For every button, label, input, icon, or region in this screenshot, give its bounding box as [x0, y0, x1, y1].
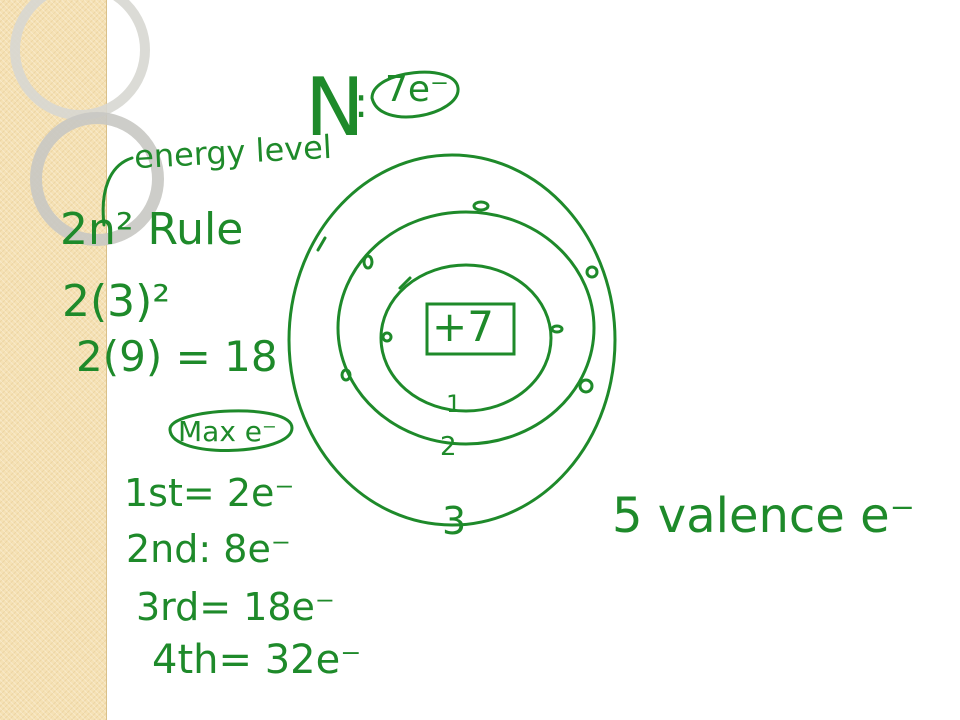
electron-count: 7e⁻ — [385, 69, 450, 110]
electron-dot — [585, 265, 599, 279]
shell-separator: = — [218, 637, 252, 683]
energy-level-bracket — [101, 156, 134, 227]
shell-tick-mark — [398, 276, 412, 290]
shell-capacity-value: 32e⁻ — [264, 637, 362, 683]
shell-number-3: 3 — [442, 499, 467, 543]
shell-name: 4th — [152, 637, 219, 683]
rule-label: 2n² Rule — [60, 204, 244, 255]
calc-line-2: 2(9) = 18 — [76, 332, 278, 381]
nucleus-charge: +7 — [432, 302, 494, 351]
shell-capacity-item: 2nd: 8e⁻ — [126, 530, 291, 568]
shell-capacity-value: 18e⁻ — [243, 585, 335, 629]
element-symbol: N — [305, 61, 365, 154]
energy-level-label: energy level — [133, 127, 333, 177]
electron-dot — [381, 331, 393, 343]
shell-capacity-item: 3rd= 18e⁻ — [136, 588, 335, 626]
max-electrons-circle — [168, 409, 294, 452]
shell-name: 2nd — [126, 527, 199, 571]
electron-count-circle — [370, 70, 460, 119]
valence-electrons-text: 5 valence e⁻ — [612, 488, 915, 544]
electron-dot — [340, 368, 352, 382]
shell-capacity-item: 4th= 32e⁻ — [152, 640, 361, 680]
shell-tick-mark — [316, 236, 327, 252]
electron-dot — [550, 324, 564, 334]
element-colon: : — [354, 78, 369, 127]
shell-separator: = — [182, 471, 215, 515]
shell-2-ring — [336, 210, 596, 446]
max-electrons-label: Max e⁻ — [178, 415, 277, 448]
shell-capacity-value: 2e⁻ — [226, 471, 295, 515]
shell-separator: = — [199, 585, 232, 629]
electron-dot — [362, 254, 374, 270]
shell-number-2: 2 — [440, 432, 457, 462]
shell-name: 1st — [124, 471, 183, 515]
shell-3-ring — [287, 153, 617, 527]
electron-dot — [472, 200, 490, 212]
electron-dot — [578, 378, 594, 394]
shell-name: 3rd — [136, 585, 200, 629]
shell-separator: : — [198, 527, 212, 571]
shell-1-ring — [379, 263, 553, 413]
calc-line-1: 2(3)² — [62, 276, 170, 327]
shell-number-1: 1 — [446, 390, 462, 418]
shell-capacity-item: 1st= 2e⁻ — [124, 474, 294, 512]
shell-capacity-value: 8e⁻ — [223, 527, 291, 571]
nucleus-box — [425, 302, 516, 356]
